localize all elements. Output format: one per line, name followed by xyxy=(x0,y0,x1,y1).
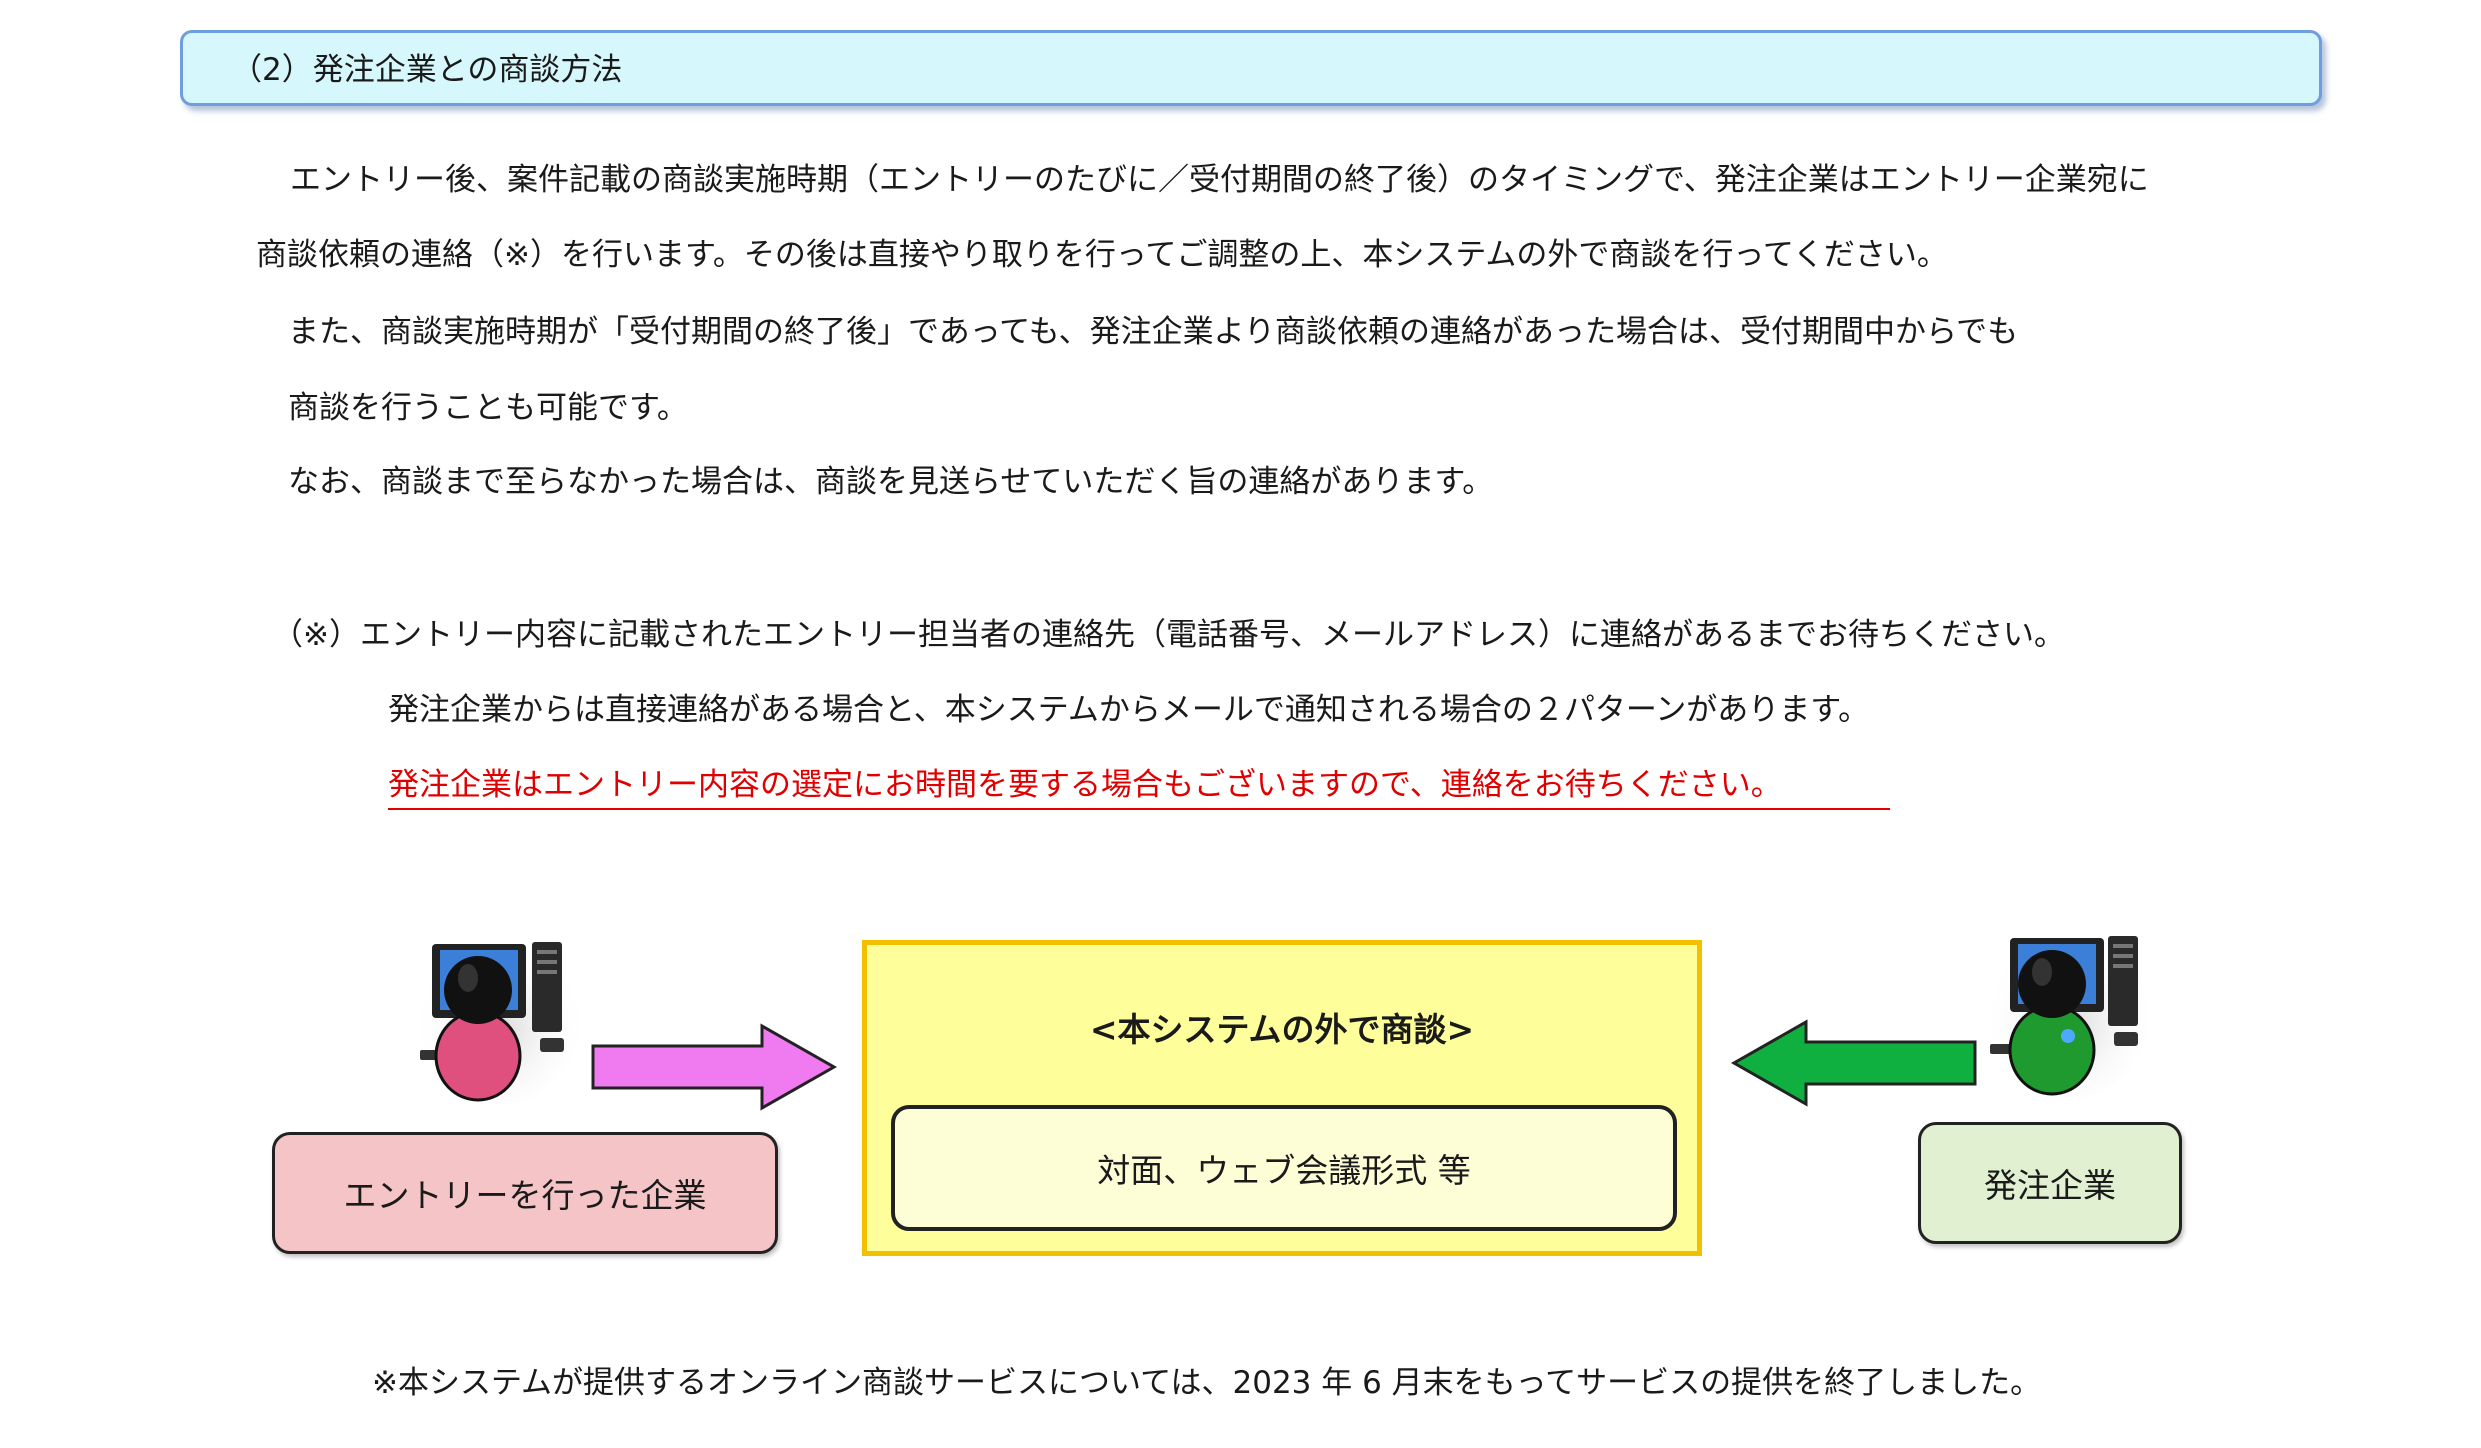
note-line-2: 発注企業からは直接連絡がある場合と、本システムからメールで通知される場合の２パタ… xyxy=(388,692,1870,728)
paragraph-2-line-1: また、商談実施時期が「受付期間の終了後」であっても、発注企業より商談依頼の連絡が… xyxy=(288,314,2019,350)
ordering-company-label: 発注企業 xyxy=(1984,1166,2116,1205)
right-arrow-icon xyxy=(591,1023,838,1111)
ordering-company-box: 発注企業 xyxy=(1918,1122,2182,1244)
meeting-format-label: 対面、ウェブ会議形式 等 xyxy=(1097,1151,1471,1190)
entry-company-label: エントリーを行った企業 xyxy=(343,1176,707,1215)
ordering-company-person-icon xyxy=(1990,928,2150,1098)
paragraph-2-line-2: 商談を行うことも可能です。 xyxy=(288,390,688,426)
section-header: （2）発注企業との商談方法 xyxy=(180,30,2322,106)
entry-company-person-icon xyxy=(420,934,580,1104)
warning-underline xyxy=(388,808,1890,810)
left-arrow-icon xyxy=(1730,1019,1977,1107)
section-title: （2）発注企業との商談方法 xyxy=(231,52,623,88)
outside-system-meeting-title: <本システムの外で商談> xyxy=(1089,1010,1475,1049)
paragraph-1-line-2: 商談依頼の連絡（※）を行います。その後は直接やり取りを行ってご調整の上、本システ… xyxy=(256,237,1948,273)
paragraph-1-line-1: エントリー後、案件記載の商談実施時期（エントリーのたびに／受付期間の終了後）のタ… xyxy=(290,162,2149,198)
paragraph-3-line-1: なお、商談まで至らなかった場合は、商談を見送らせていただく旨の連絡があります。 xyxy=(288,464,1494,500)
outside-system-meeting-box: <本システムの外で商談> 対面、ウェブ会議形式 等 xyxy=(862,940,1702,1256)
entry-company-box: エントリーを行った企業 xyxy=(272,1132,778,1254)
footer-note: ※本システムが提供するオンライン商談サービスについては、2023 年 6 月末を… xyxy=(372,1365,2042,1401)
note-line-1: （※）エントリー内容に記載されたエントリー担当者の連絡先（電話番号、メールアドレ… xyxy=(272,617,2065,653)
note-line-3-warning: 発注企業はエントリー内容の選定にお時間を要する場合もございますので、連絡をお待ち… xyxy=(388,767,1782,803)
meeting-format-box: 対面、ウェブ会議形式 等 xyxy=(891,1105,1677,1231)
